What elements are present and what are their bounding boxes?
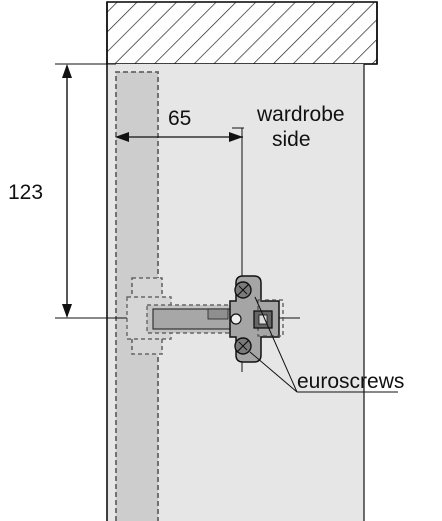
top-board-section [106,1,378,65]
euroscrew-top [234,281,252,299]
euroscrews-label: euroscrews [297,370,404,393]
euroscrew-bottom [234,337,252,355]
wardrobe-label-line1: wardrobe [256,103,345,126]
dimension-vertical-label: 123 [8,181,43,204]
dimension-horizontal-label: 65 [168,107,191,130]
wardrobe-label-line2: side [272,128,311,151]
euroscrews-leader [249,296,398,393]
hinge-arm [146,304,238,334]
